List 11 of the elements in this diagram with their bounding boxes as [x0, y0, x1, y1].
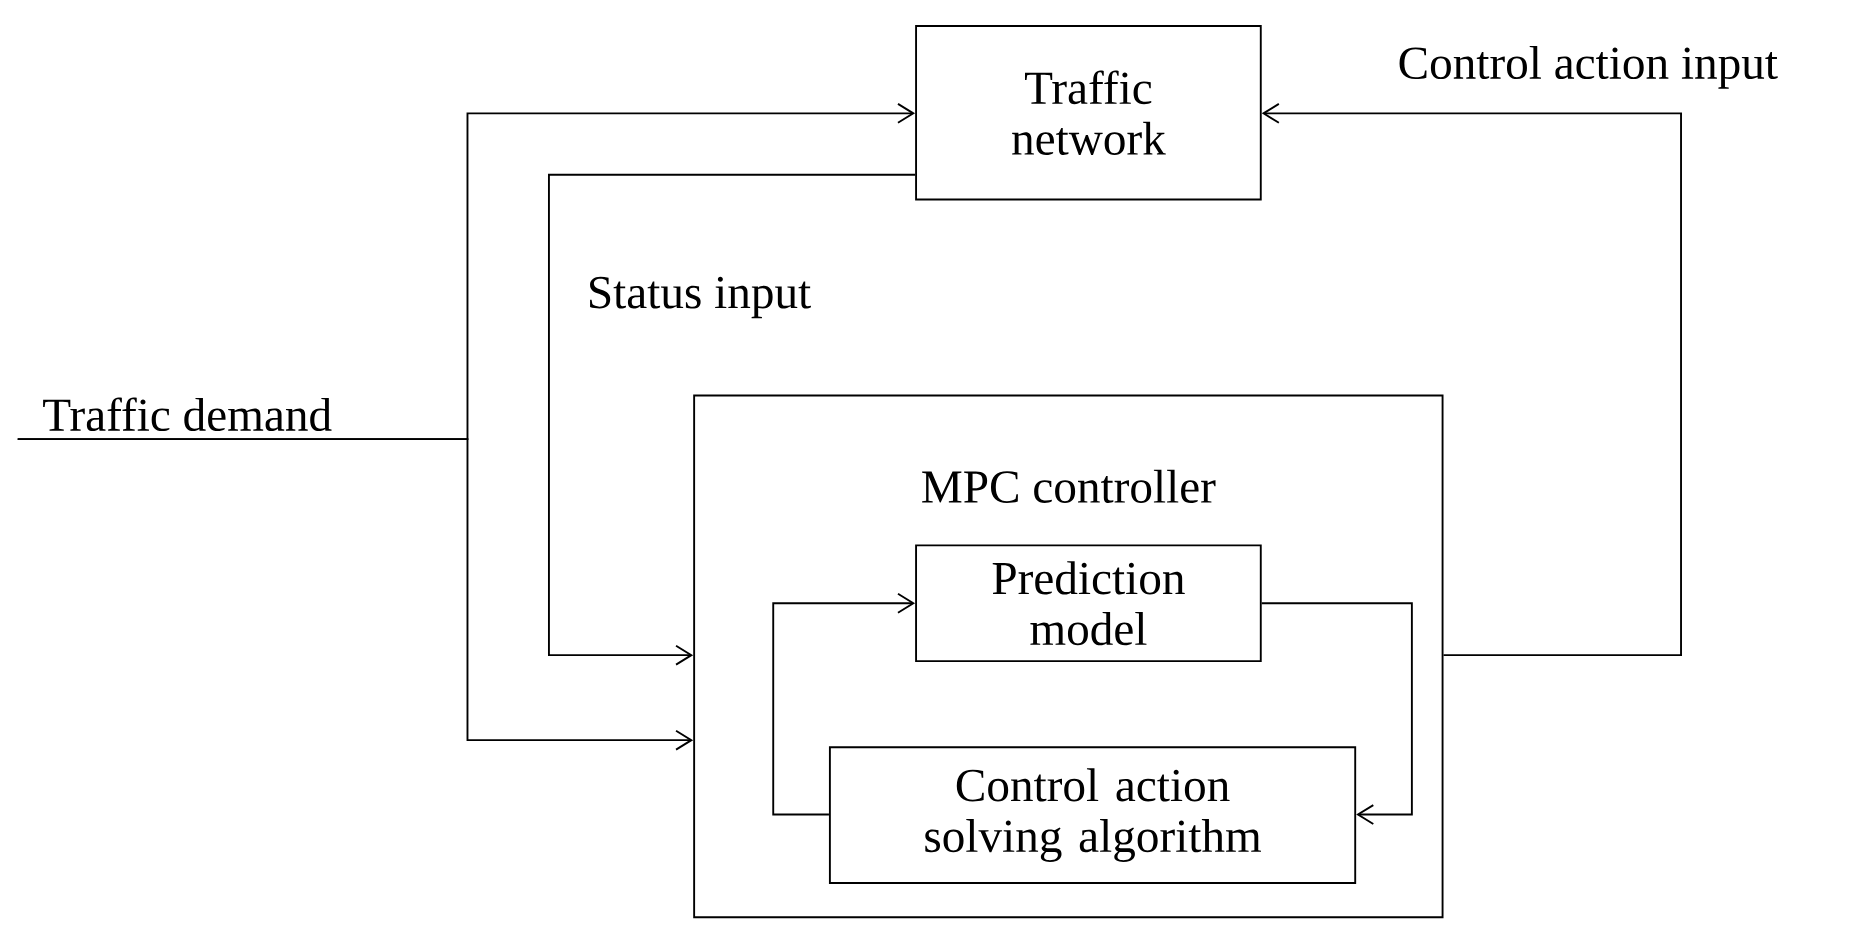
arrow [16, 437, 694, 751]
arrow [1260, 602, 1413, 825]
edge-label: Control action input [1399, 45, 1778, 89]
edge-label: Status input [590, 276, 811, 318]
process-box: Prediction model [915, 544, 1262, 662]
process-box: Traffic network [915, 24, 1262, 201]
arrow [548, 173, 917, 666]
arrow [1261, 102, 1682, 656]
arrow [772, 592, 916, 816]
process-box: Control action solving algorithm [828, 746, 1357, 884]
input-label: Traffic demand [43, 397, 332, 431]
